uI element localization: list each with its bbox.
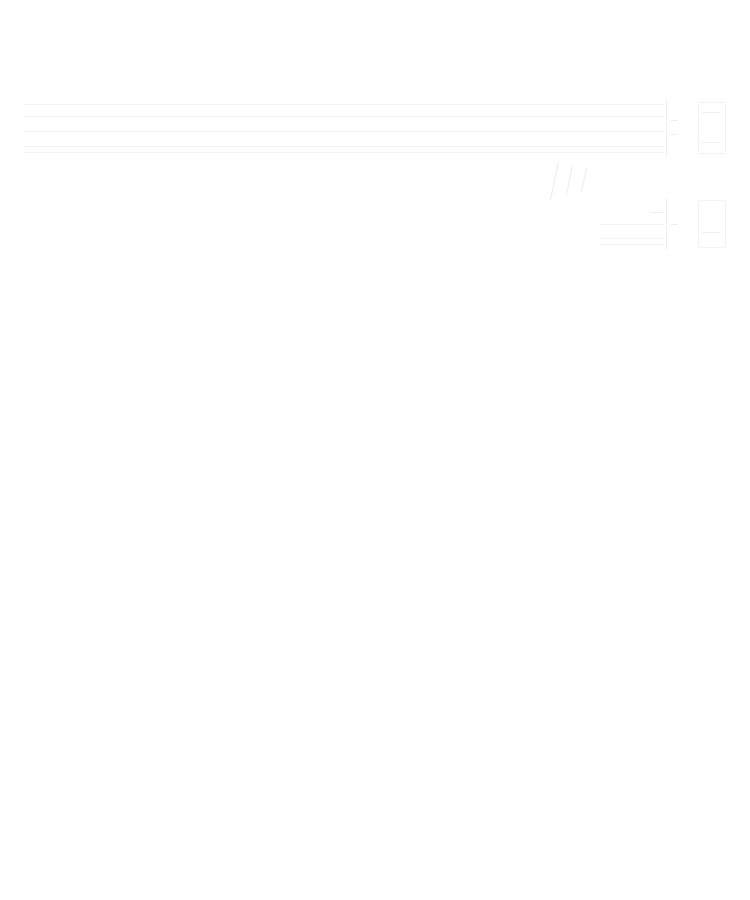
panel-top-box bbox=[698, 102, 726, 154]
lower-divider-1 bbox=[600, 224, 664, 225]
panel-bottom-tick-1 bbox=[650, 212, 664, 213]
panel-top-tick-3 bbox=[702, 112, 720, 113]
panel-bottom-tick-3 bbox=[702, 232, 720, 233]
row-divider-4 bbox=[24, 146, 664, 147]
panel-top-tick-2 bbox=[670, 134, 678, 135]
row-divider-1 bbox=[24, 104, 664, 105]
slash-mark-1 bbox=[549, 162, 559, 200]
panel-bottom-tick-2 bbox=[670, 224, 678, 225]
row-divider-3 bbox=[24, 131, 664, 132]
slash-mark-2 bbox=[566, 166, 573, 194]
panel-bottom-box bbox=[698, 200, 726, 248]
panel-top-tick-4 bbox=[702, 142, 720, 143]
lower-divider-2 bbox=[600, 238, 664, 239]
lower-divider-3 bbox=[600, 244, 664, 245]
panel-top-left-border bbox=[666, 100, 667, 156]
panel-bottom-left-border bbox=[666, 198, 667, 250]
panel-top-tick-1 bbox=[670, 120, 678, 121]
slash-mark-3 bbox=[580, 168, 587, 192]
row-divider-5 bbox=[24, 152, 664, 153]
row-divider-2 bbox=[24, 116, 664, 117]
